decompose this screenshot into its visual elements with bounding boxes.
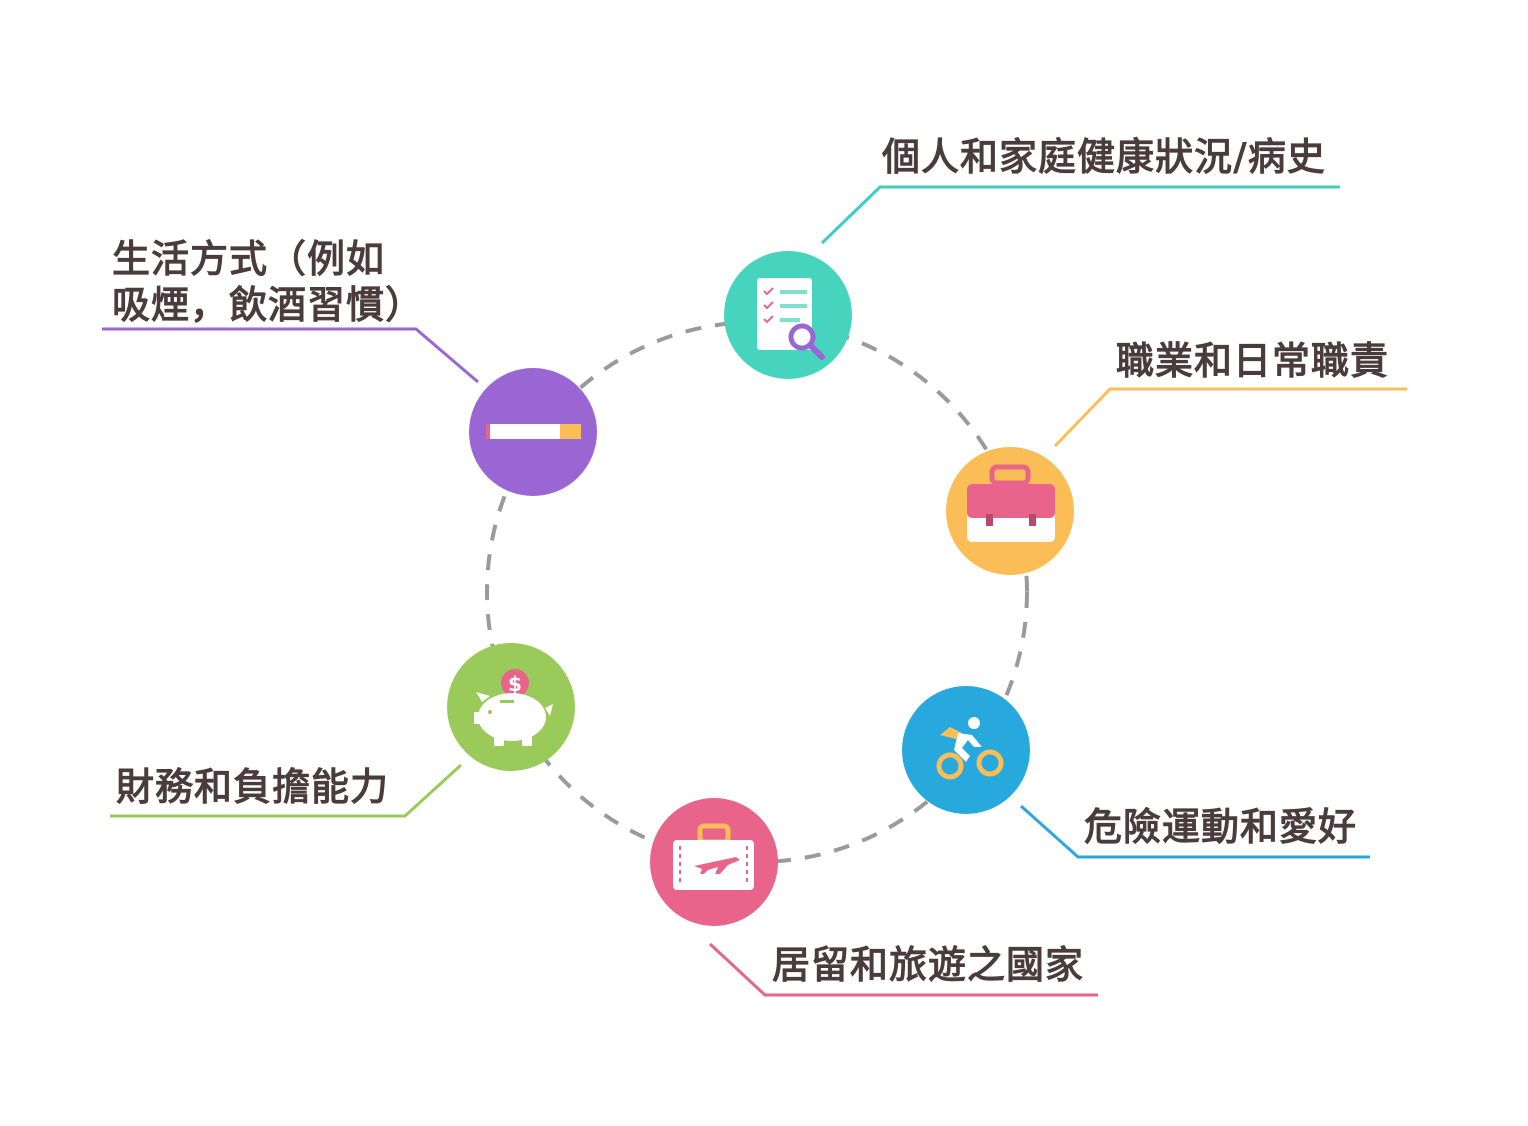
label-lifestyle-line-1: 生活方式（例如 — [112, 237, 386, 281]
piggy-bank-icon: $ — [474, 669, 553, 746]
connector-travel — [708, 942, 1098, 997]
label-occupation: 職業和日常職責 — [1116, 338, 1389, 384]
travel-suitcase-icon — [673, 823, 754, 890]
label-occupation-line: 職業和日常職責 — [1116, 339, 1390, 383]
label-travel-line: 居留和旅遊之國家 — [772, 943, 1085, 987]
node-circle-sports — [902, 686, 1030, 814]
label-sports-line: 危險運動和愛好 — [1084, 805, 1358, 849]
label-lifestyle: 生活方式（例如 吸煙，飲酒習慣） — [112, 236, 424, 328]
label-finance-line: 財務和負擔能力 — [116, 765, 390, 809]
label-finance: 財務和負擔能力 — [116, 764, 389, 810]
connector-finance — [110, 763, 463, 818]
clipboard-search-icon — [757, 278, 825, 360]
label-medical-line: 個人和家庭健康狀況/病史 — [882, 135, 1326, 179]
cigarette-icon — [486, 424, 581, 439]
svg-text:$: $ — [508, 672, 522, 696]
label-medical: 個人和家庭健康狀況/病史 — [882, 134, 1326, 180]
connector-medical — [820, 185, 1340, 245]
connector-sports — [1019, 804, 1370, 859]
label-travel: 居留和旅遊之國家 — [772, 942, 1084, 988]
cyclist-icon — [936, 717, 1004, 780]
connector-occupation — [1053, 387, 1407, 448]
label-lifestyle-line-2: 吸煙，飲酒習慣） — [112, 283, 425, 327]
connector-lifestyle — [102, 327, 479, 384]
briefcase-icon — [967, 464, 1055, 542]
label-sports: 危險運動和愛好 — [1084, 804, 1357, 850]
